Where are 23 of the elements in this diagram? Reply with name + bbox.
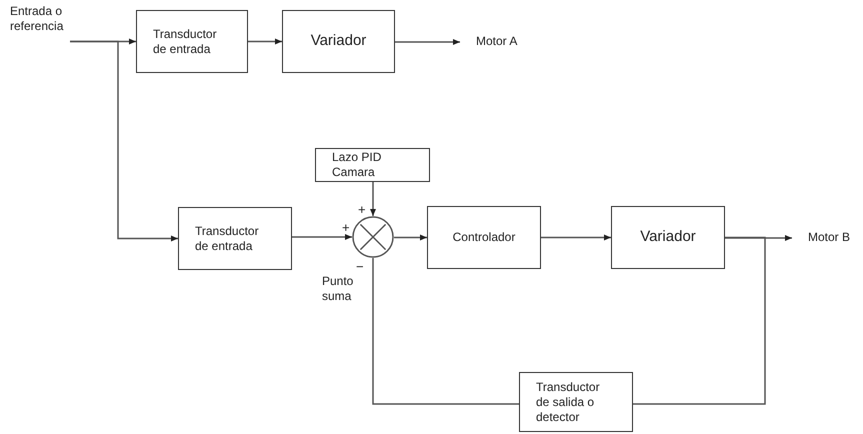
block-box: Variador <box>282 10 395 73</box>
block-box: Transductor de entrada <box>136 10 248 73</box>
connector-arrow <box>395 39 460 45</box>
connector-arrow <box>292 234 352 240</box>
signal-label: Entrada o referencia <box>10 4 70 34</box>
block-box: Variador <box>611 206 725 269</box>
block-box: Controlador <box>427 206 541 269</box>
sign-label: + <box>358 203 366 216</box>
block-box: Lazo PID Camara <box>315 148 430 182</box>
sign-label: + <box>342 221 350 234</box>
summing-junction <box>352 216 394 258</box>
signal-label: Motor B <box>792 230 862 245</box>
connector-arrow <box>248 38 282 44</box>
sign-label: − <box>356 260 364 273</box>
connector-arrow <box>370 182 376 216</box>
connector-arrow <box>70 40 178 242</box>
connector-arrow <box>394 234 427 240</box>
connector-arrow <box>541 234 611 240</box>
block-box: Transductor de entrada <box>178 207 292 270</box>
signal-label: Motor A <box>460 34 530 49</box>
block-box: Transductor de salida o detector <box>519 372 633 432</box>
junction-caption: Punto suma <box>322 274 354 304</box>
connector-arrow <box>725 235 792 241</box>
